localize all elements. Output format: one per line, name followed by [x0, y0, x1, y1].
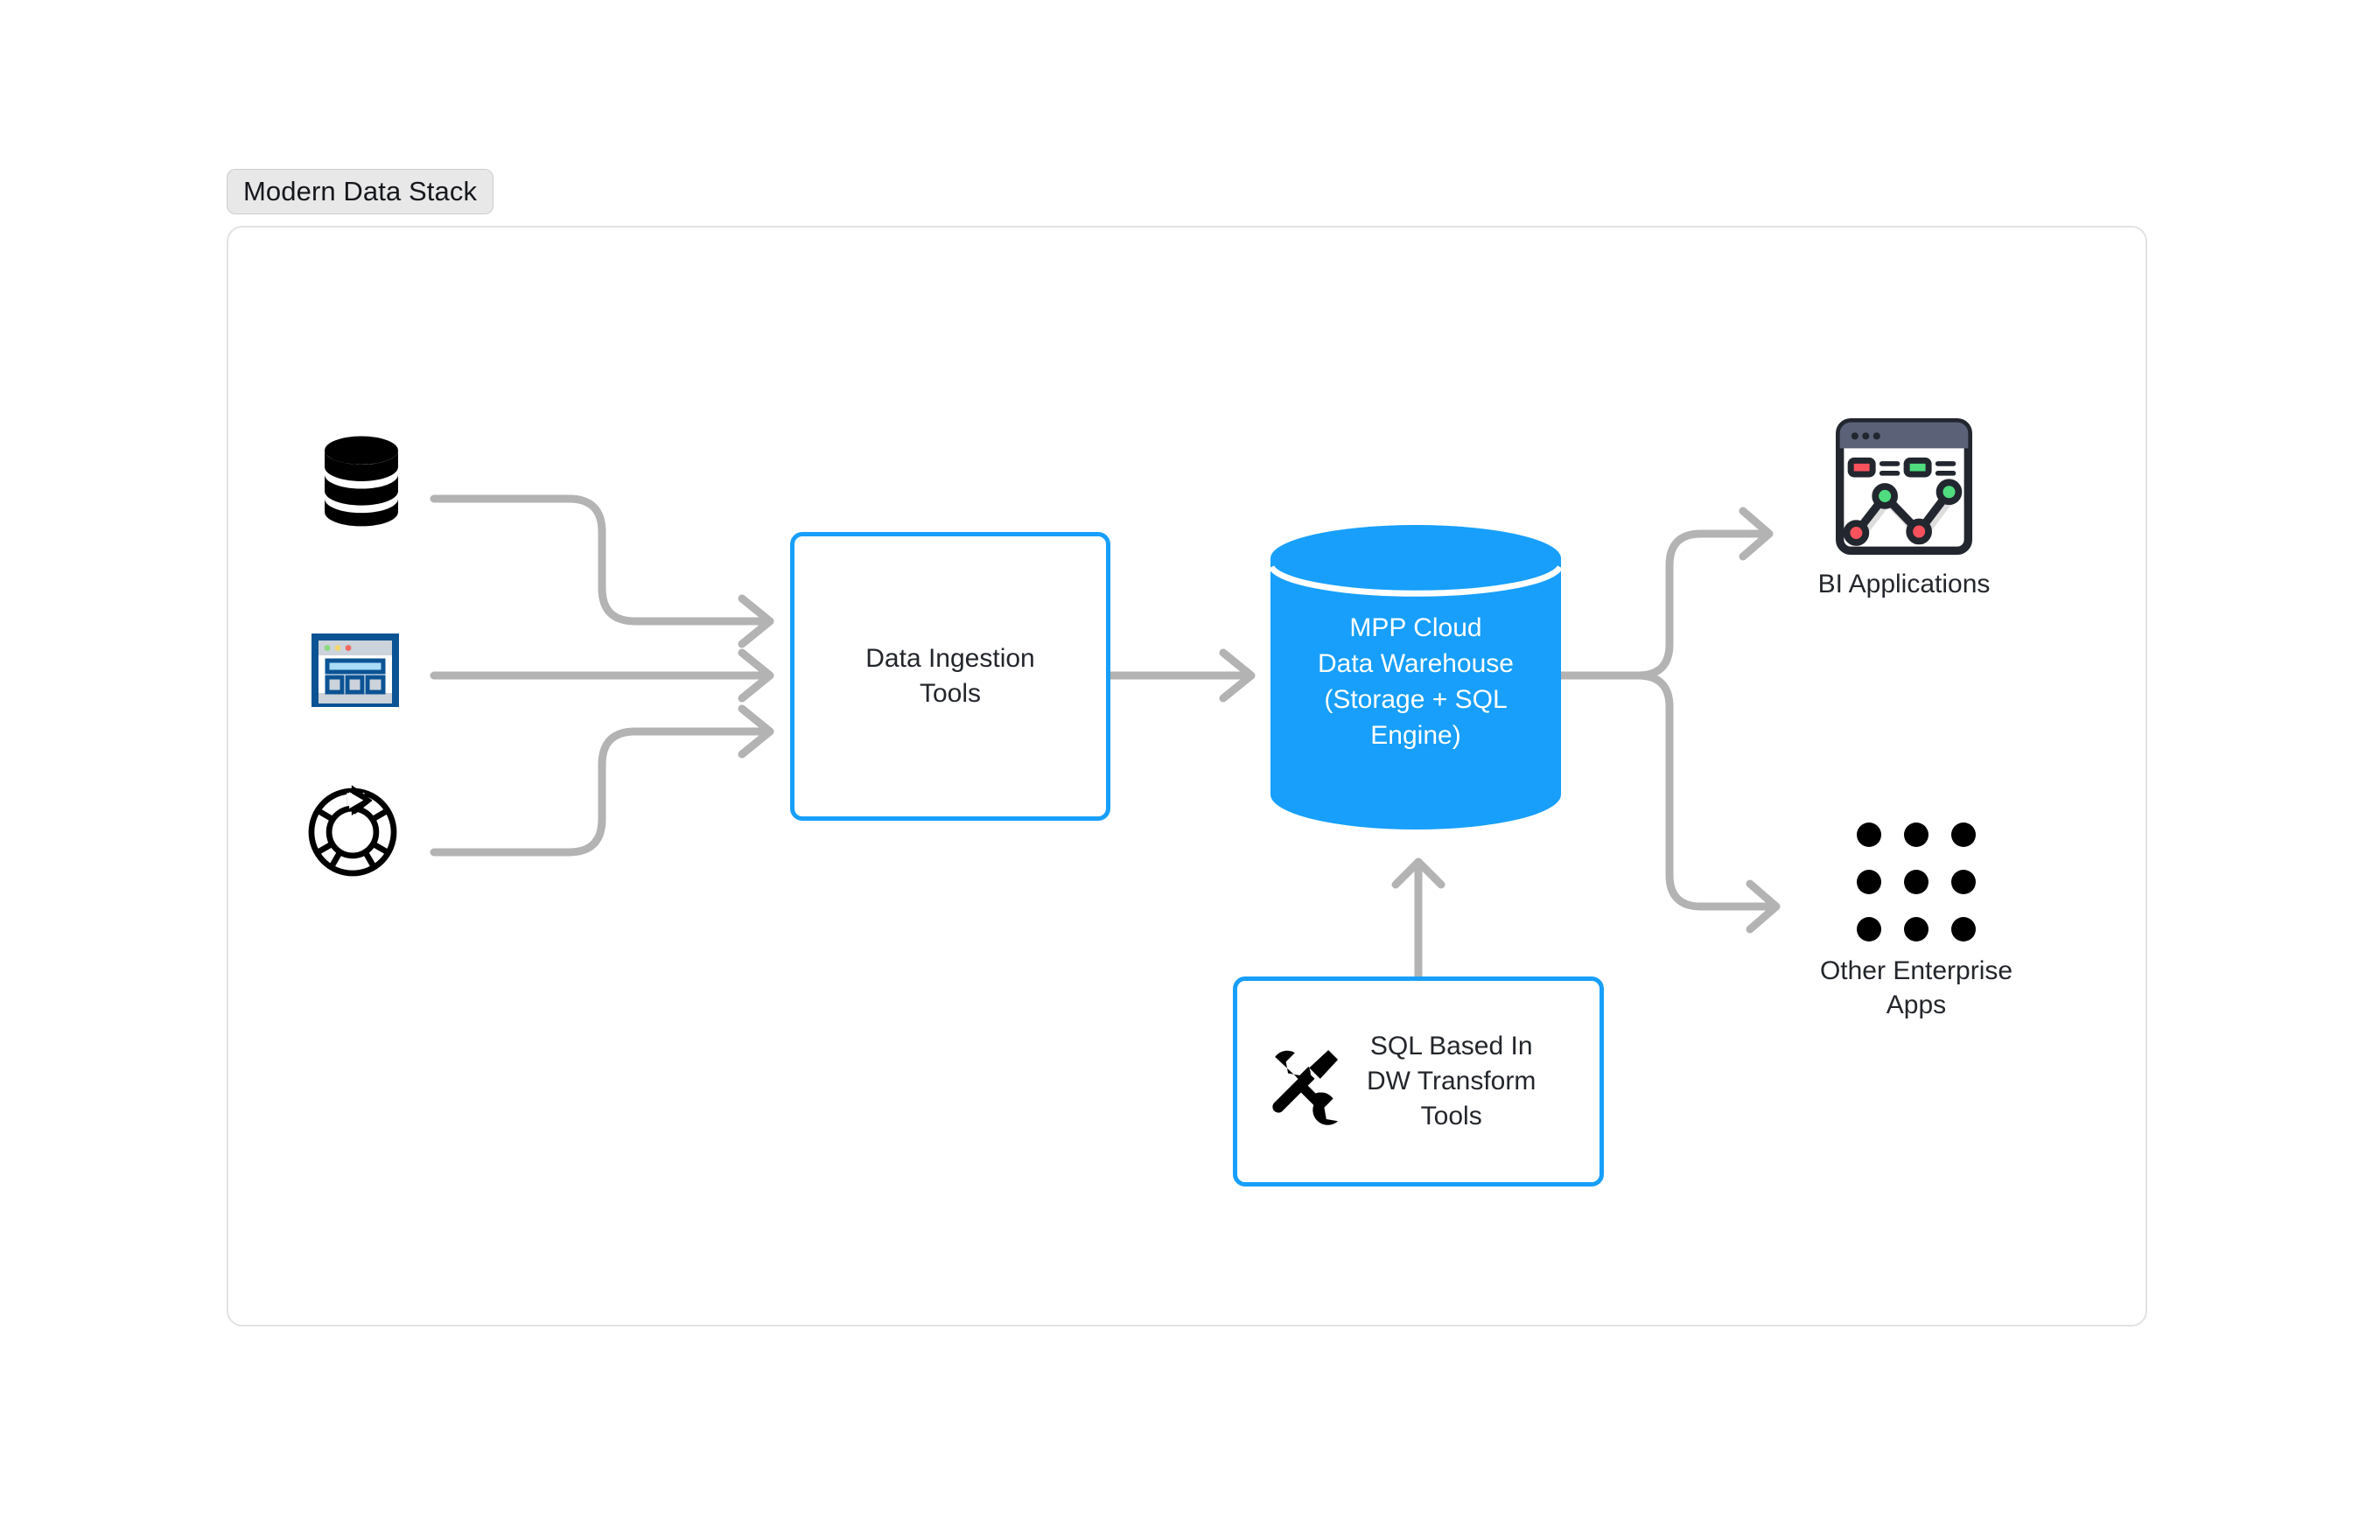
- diagram-title-badge: Modern Data Stack: [227, 169, 494, 214]
- cylinder-shape: [1268, 525, 1564, 830]
- grid-dot: [1857, 917, 1881, 942]
- diagram-panel: [227, 226, 2147, 1326]
- grid-dot: [1857, 870, 1881, 894]
- node-warehouse-label: MPP Cloud Data Warehouse (Storage + SQL …: [1317, 612, 1514, 751]
- node-apps-label: Other Enterprise Apps: [1819, 956, 2013, 1019]
- circular-sync-icon: [308, 785, 397, 877]
- grid-dot: [1904, 822, 1928, 847]
- bi-dashboard-chart-icon: [1836, 418, 1972, 555]
- grid-dot: [1904, 870, 1928, 894]
- grid-dot: [1951, 870, 1976, 894]
- node-ingestion-label: Data Ingestion Tools: [865, 644, 1035, 708]
- node-bi-label: BI Applications: [1817, 570, 1991, 598]
- grid-dot: [1951, 822, 1976, 847]
- tools-wrench-screwdriver-icon: [1272, 1050, 1339, 1125]
- grid-dot: [1904, 917, 1928, 942]
- database-stack-icon: [325, 436, 398, 527]
- source-webapp-icon-wrap: [312, 634, 399, 711]
- source-sync-icon-wrap: [304, 783, 402, 886]
- page-title: Modern Data Stack: [243, 176, 478, 206]
- apps-grid-icon: [1857, 822, 1976, 942]
- node-other-enterprise-apps[interactable]: Other Enterprise Apps: [1802, 822, 2030, 1022]
- grid-dot: [1857, 822, 1881, 847]
- node-data-ingestion-tools[interactable]: Data Ingestion Tools: [790, 532, 1110, 821]
- source-database-icon-wrap: [308, 427, 415, 538]
- browser-window-icon: [312, 634, 399, 707]
- node-transform-label: SQL Based In DW Transform Tools: [1367, 1032, 1536, 1130]
- node-mpp-cloud-data-warehouse[interactable]: MPP Cloud Data Warehouse (Storage + SQL …: [1268, 523, 1564, 830]
- grid-dot: [1951, 917, 1976, 942]
- node-bi-applications[interactable]: BI Applications: [1790, 418, 2018, 601]
- node-sql-transform-tools[interactable]: SQL Based In DW Transform Tools: [1233, 976, 1604, 1186]
